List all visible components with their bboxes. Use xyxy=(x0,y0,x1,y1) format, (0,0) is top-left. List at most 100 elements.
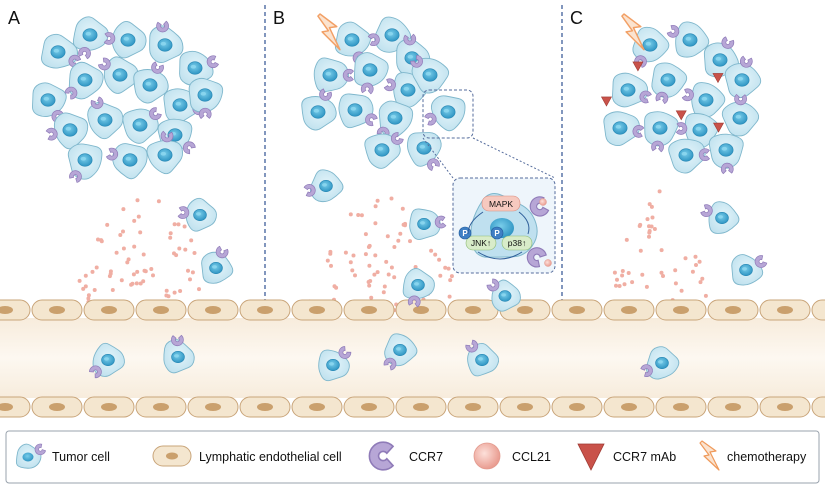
ccl21-dot xyxy=(614,283,618,288)
endothelial-nucleus xyxy=(777,403,793,411)
ccl21-dot xyxy=(683,256,688,261)
ccl21-dot xyxy=(438,273,443,278)
endothelial-nucleus xyxy=(309,306,325,314)
ccl21-dot xyxy=(650,215,655,220)
tumor-cell xyxy=(72,16,109,60)
ccl21-dot xyxy=(369,295,374,300)
ccl21-dot xyxy=(168,231,173,236)
ccl21-dot xyxy=(197,287,201,292)
ccl21-dot xyxy=(385,234,390,239)
ccl21-dot xyxy=(96,237,100,242)
ccl21-dot xyxy=(141,252,146,257)
ccl21-dot xyxy=(134,281,139,286)
jnk-label: JNK↑ xyxy=(471,238,491,248)
ccr7-receptor-icon xyxy=(720,162,734,175)
phospho-jnk-label: P xyxy=(462,229,468,238)
ccl21-dot xyxy=(620,273,625,278)
tumor-cell xyxy=(721,93,760,137)
ccr7-receptor-icon xyxy=(434,215,447,229)
ccl21-dot xyxy=(659,248,664,253)
tumor-cell xyxy=(103,21,147,59)
ccl21-dot xyxy=(392,245,397,249)
ccl21-dot xyxy=(363,252,368,257)
ccr7-receptor-icon xyxy=(390,132,404,145)
ccl21-dot xyxy=(138,230,143,235)
ccr7-receptor-icon xyxy=(149,107,162,120)
ccl21-dot xyxy=(99,238,104,243)
endothelial-nucleus xyxy=(517,403,533,411)
ccl21-dot xyxy=(92,288,97,292)
ccr7-receptor-icon xyxy=(651,140,664,153)
ccl21-dot xyxy=(129,282,134,287)
ccl21-dot xyxy=(649,224,654,229)
tumor-cell xyxy=(98,56,139,94)
ccr7-receptor-icon xyxy=(342,68,354,82)
ccl21-dot xyxy=(164,288,169,293)
ccl21-dot xyxy=(622,282,627,287)
legend-label-ccr7-mab: CCR7 mAb xyxy=(613,450,676,464)
ccl21-dot xyxy=(367,263,372,268)
ccr7-mab-marker xyxy=(675,110,687,121)
endothelial-nucleus xyxy=(517,306,533,314)
ccl21-dot xyxy=(90,269,95,274)
ccr7-receptor-icon xyxy=(64,86,78,100)
ccl21-dot xyxy=(81,286,86,291)
ccr7-receptor-icon xyxy=(675,122,688,135)
ccl21-dot xyxy=(396,238,401,243)
ccl21-dot xyxy=(690,269,695,274)
ccl21-dot xyxy=(679,288,684,293)
tumor-cell xyxy=(364,132,404,169)
ccr7-receptor-icon xyxy=(721,36,735,49)
tumor-cell xyxy=(603,111,645,147)
endothelial-nucleus xyxy=(361,306,377,314)
ccl21-dot xyxy=(343,250,348,255)
zoom-ccl21-dot xyxy=(539,198,547,206)
pathway-arc-left xyxy=(467,211,484,235)
tumor-cell xyxy=(45,112,89,150)
tumor-cell xyxy=(409,208,447,240)
endothelial-nucleus xyxy=(153,403,169,411)
ccl21-dot xyxy=(398,231,403,236)
tumor-cell xyxy=(179,50,219,86)
ccl21-dot xyxy=(164,293,169,298)
ccl21-dot xyxy=(649,204,654,209)
endothelial-nucleus xyxy=(0,403,13,411)
chemotherapy-icon xyxy=(699,440,720,471)
tumor-cell-layer xyxy=(32,16,768,382)
legend-label-ccl21: CCL21 xyxy=(512,450,551,464)
phospho-p38-label: P xyxy=(494,229,500,238)
endothelial-nucleus xyxy=(621,306,637,314)
ccl21-dot xyxy=(373,221,378,226)
ccl21-dot xyxy=(350,268,355,273)
tumor-cell xyxy=(67,143,103,183)
ccl21-dot xyxy=(413,265,418,269)
ccl21-dot xyxy=(647,229,652,233)
tumor-cell xyxy=(87,96,124,140)
ccr7-receptor-icon xyxy=(383,78,396,92)
ccl21-dot xyxy=(617,284,622,288)
tumor-cell xyxy=(376,100,414,140)
ccr7-receptor-icon xyxy=(666,24,680,38)
endothelial-nucleus xyxy=(101,306,117,314)
tumor-cell xyxy=(133,61,169,104)
ccl21-dot xyxy=(446,266,451,271)
tumor-cell-icon xyxy=(15,443,46,469)
endothelial-nucleus xyxy=(673,403,689,411)
zoom-ccl21-dot xyxy=(544,259,552,267)
ccl21-dot xyxy=(661,274,665,278)
legend-item-ccl21: CCL21 xyxy=(473,442,551,470)
ccl21-dot xyxy=(626,271,631,275)
ccl21-dot xyxy=(86,293,91,298)
endothelial-nucleus xyxy=(205,306,221,314)
ccr7-receptor-icon xyxy=(681,88,694,102)
mapk-label-box xyxy=(481,195,521,212)
p38-label-box xyxy=(501,235,533,251)
ccr7-receptor-icon xyxy=(303,184,316,197)
ccl21-dot xyxy=(136,214,141,219)
ccr7-receptor-icon xyxy=(198,107,212,119)
ccl21-dot xyxy=(673,268,678,273)
endothelial-nucleus xyxy=(101,403,117,411)
ccl21-dot xyxy=(673,281,678,286)
tumor-cell xyxy=(383,333,418,371)
ccr7-receptor-icon xyxy=(69,170,82,183)
